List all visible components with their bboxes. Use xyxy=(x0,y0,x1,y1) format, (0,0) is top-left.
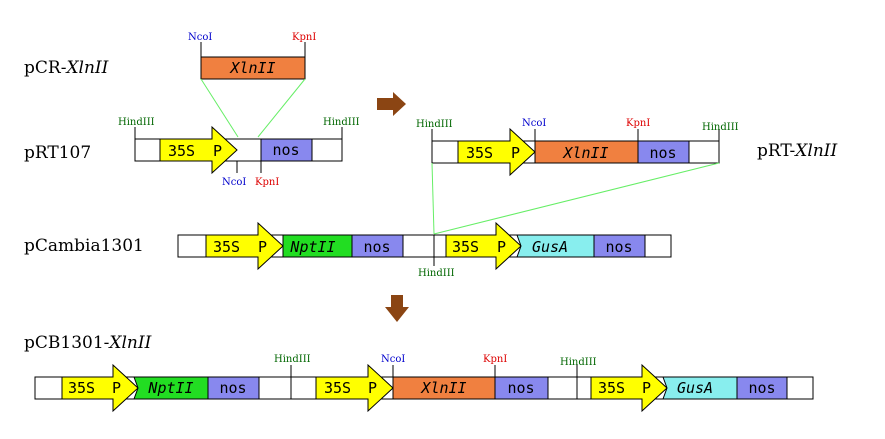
nos-terminator-segment xyxy=(637,140,690,164)
promoter-35s-arrow-2 xyxy=(445,221,522,271)
xlnii-gene-label: XlnII xyxy=(420,379,466,397)
nos-terminator-label-3: nos xyxy=(748,379,775,397)
nptii-gene-label: NptII xyxy=(289,238,335,256)
promoter-p-label-2: P xyxy=(497,238,506,256)
pcb1301-xlnii-construct: 35S P NptII nos HindIII 35S P NcoI XlnII… xyxy=(34,354,814,413)
promoter-35s-label: 35S xyxy=(466,144,493,162)
construct-label-pcb1301-xlnii: pCB1301-XlnII xyxy=(24,333,152,353)
xlnii-gene-label: XlnII xyxy=(229,59,275,77)
brown-down-arrow-icon xyxy=(385,295,409,322)
insert-guide-line-right xyxy=(257,78,306,138)
insert-guide-line-right xyxy=(433,162,720,235)
nos-terminator-label: nos xyxy=(649,144,676,162)
gusa-gene-label: GusA xyxy=(532,238,568,256)
insert-guide-line-left xyxy=(431,162,435,235)
promoter-p-label: P xyxy=(511,144,520,162)
nos-terminator-segment-3 xyxy=(736,376,788,400)
nptii-gene-label: NptII xyxy=(147,379,193,397)
nptii-gene-segment xyxy=(133,376,209,400)
promoter-35s-arrow xyxy=(457,127,536,177)
promoter-35s-arrow-2 xyxy=(315,363,394,413)
promoter-35s-arrow xyxy=(205,221,284,271)
hindiii-site-label-1: HindIII xyxy=(274,354,311,365)
promoter-35s-label: 35S xyxy=(168,142,195,160)
hindiii-left-label: HindIII xyxy=(416,119,453,130)
xlnii-gene-segment xyxy=(200,56,306,80)
insert-guide-line-left xyxy=(200,78,239,138)
prt-xlnii-construct: 35S P XlnII nos HindIII NcoI KpnI HindII… xyxy=(416,118,739,177)
pcambia1301-construct: 35S P NptII nos HindIII 35S P GusA nos xyxy=(177,221,672,279)
nos-terminator-label: nos xyxy=(363,238,390,256)
nos-terminator-label-2: nos xyxy=(507,379,534,397)
promoter-p-label-3: P xyxy=(642,379,651,397)
nos-terminator-segment-1 xyxy=(207,376,260,400)
promoter-35s-arrow xyxy=(159,125,238,175)
promoter-35s-label-2: 35S xyxy=(324,379,351,397)
promoter-p-label-1: P xyxy=(112,379,121,397)
construct-label-prt107: pRT107 xyxy=(24,143,91,163)
nos-terminator-label: nos xyxy=(272,141,299,159)
kpni-site-label: KpnI xyxy=(292,32,316,43)
nos-terminator-segment-2 xyxy=(593,234,646,258)
construct-label-prt-xlnii: pRT-XlnII xyxy=(757,141,837,161)
kpni-site-label: KpnI xyxy=(483,354,507,365)
gusa-gene-segment xyxy=(516,234,595,258)
promoter-35s-label-2: 35S xyxy=(452,238,479,256)
nos-terminator-label-1: nos xyxy=(219,379,246,397)
ncoi-site-label: NcoI xyxy=(522,118,546,129)
kpni-site-label: KpnI xyxy=(255,177,279,188)
nos-terminator-label-2: nos xyxy=(605,238,632,256)
promoter-35s-label-1: 35S xyxy=(68,379,95,397)
construct-label-pcr-xlnii: pCR-XlnII xyxy=(24,58,109,78)
construct-label-pcambia1301: pCambia1301 xyxy=(24,236,144,256)
promoter-35s-label: 35S xyxy=(213,238,240,256)
prt107-construct: 35S P nos HindIII HindIII NcoI KpnI xyxy=(118,117,360,188)
promoter-p-label-2: P xyxy=(368,379,377,397)
promoter-35s-label-3: 35S xyxy=(598,379,625,397)
nos-terminator-segment xyxy=(351,234,404,258)
ncoi-site-label: NcoI xyxy=(222,177,246,188)
xlnii-gene-label: XlnII xyxy=(562,144,608,162)
ncoi-site-label: NcoI xyxy=(188,32,212,43)
ncoi-site-label: NcoI xyxy=(381,354,405,365)
promoter-35s-arrow-3 xyxy=(590,363,668,413)
brown-right-arrow-icon xyxy=(377,92,406,116)
hindiii-right-label: HindIII xyxy=(702,122,739,133)
promoter-p-label: P xyxy=(213,142,222,160)
hindiii-site-label: HindIII xyxy=(418,268,455,279)
nos-terminator-segment xyxy=(260,138,313,162)
promoter-p-label: P xyxy=(258,238,267,256)
gusa-gene-segment xyxy=(662,376,738,400)
pcr-xlnii-insert: NcoI KpnI XlnII xyxy=(188,32,316,80)
hindiii-left-label: HindIII xyxy=(118,117,155,128)
promoter-35s-arrow-1 xyxy=(61,363,139,413)
hindiii-site-label-2: HindIII xyxy=(560,357,597,368)
hindiii-right-label: HindIII xyxy=(323,117,360,128)
gusa-gene-label: GusA xyxy=(677,379,713,397)
nos-terminator-segment-2 xyxy=(494,376,549,400)
kpni-site-label: KpnI xyxy=(626,118,650,129)
